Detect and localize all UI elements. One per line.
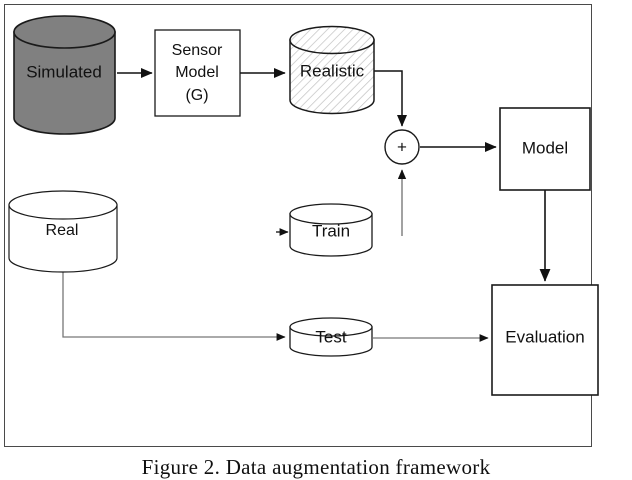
sensor-model-label-line3: (G) xyxy=(185,87,208,104)
sensor-model-label-line2: Model xyxy=(175,64,219,81)
realistic-label: Realistic xyxy=(300,61,365,80)
sensor-model-box xyxy=(154,29,241,117)
test-cylinder-top xyxy=(289,317,373,337)
edge-layer xyxy=(62,67,551,342)
train-cylinder-top xyxy=(289,203,373,225)
simulated-label: Simulated xyxy=(26,62,102,81)
sensor-model-label-line1: Sensor xyxy=(172,42,223,59)
node-sensor-model[interactable]: Sensor Model (G) xyxy=(154,29,241,117)
simulated-cylinder-top xyxy=(13,15,116,49)
model-label: Model xyxy=(522,138,568,157)
train-cylinder-body xyxy=(289,213,373,257)
figure-caption: Figure 2. Data augmentation framework xyxy=(141,455,491,479)
node-simulated[interactable]: Simulated xyxy=(13,15,116,135)
plus-icon: + xyxy=(397,137,407,156)
evaluation-label: Evaluation xyxy=(505,327,584,346)
train-label: Train xyxy=(312,221,350,240)
realistic-cylinder-top xyxy=(289,25,375,55)
real-cylinder-body xyxy=(8,204,118,273)
sum-junction-circle xyxy=(384,129,420,165)
real-label: Real xyxy=(46,222,79,239)
evaluation-box xyxy=(491,284,599,396)
edge-realistic-to-sum xyxy=(374,70,408,127)
node-model[interactable]: Model xyxy=(499,107,591,191)
node-sum-junction[interactable]: + xyxy=(384,129,420,165)
model-box xyxy=(499,107,591,191)
realistic-cylinder-body xyxy=(289,39,375,115)
node-realistic[interactable]: Realistic xyxy=(289,25,375,115)
node-test[interactable]: Test xyxy=(289,317,373,357)
node-real[interactable]: Real xyxy=(8,190,118,273)
test-label: Test xyxy=(315,327,346,346)
node-evaluation[interactable]: Evaluation xyxy=(491,284,599,396)
node-train[interactable]: Train xyxy=(289,203,373,257)
edge-real-to-test xyxy=(62,272,286,341)
real-cylinder-top xyxy=(8,190,118,220)
simulated-cylinder-body xyxy=(13,31,116,135)
